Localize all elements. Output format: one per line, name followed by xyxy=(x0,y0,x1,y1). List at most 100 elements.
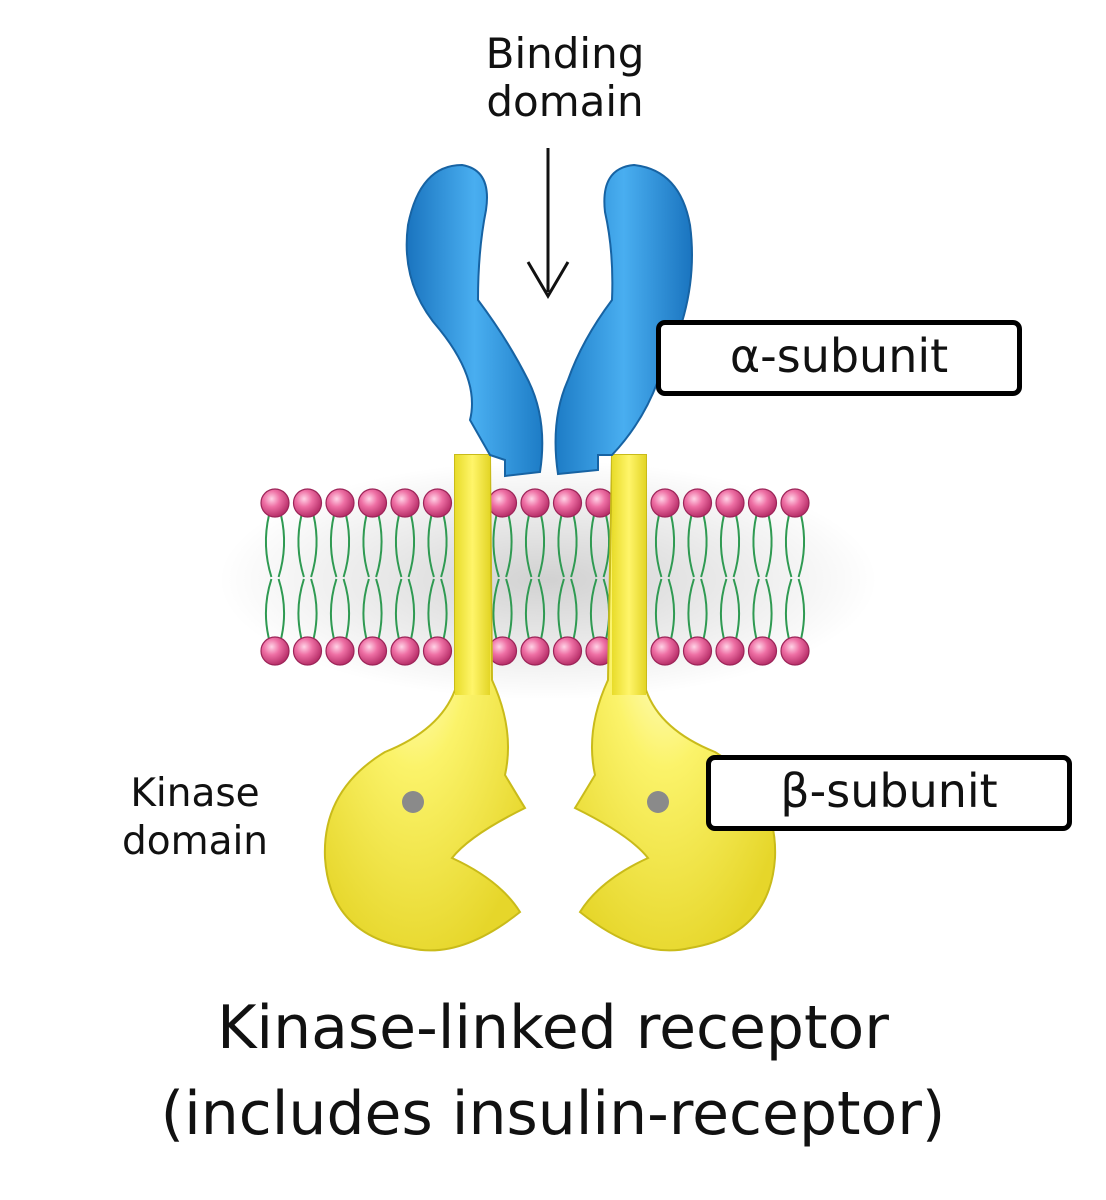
caption-line-2: (includes insulin-receptor) xyxy=(160,1079,946,1149)
lipid-tail xyxy=(524,514,533,578)
phospholipid-head xyxy=(292,636,323,666)
lipid-tail xyxy=(719,514,728,578)
lipid-tail xyxy=(765,578,773,640)
phospholipid-head xyxy=(747,636,778,666)
binding-arrow xyxy=(526,148,570,299)
lipid-tail xyxy=(375,514,383,578)
lipid-tail xyxy=(440,578,448,640)
lipid-tail xyxy=(752,514,760,578)
lipid-tail xyxy=(264,514,273,578)
lipid-tail xyxy=(557,514,565,578)
lipid-tail xyxy=(492,578,500,640)
lipid-tail xyxy=(537,578,546,640)
phospholipid-head xyxy=(357,488,388,518)
lipid-tail xyxy=(427,514,435,578)
lipid-tail xyxy=(570,578,578,640)
phospholipid-head xyxy=(682,636,713,666)
phospholipid-head xyxy=(715,488,745,518)
phospholipid-head xyxy=(520,488,550,518)
lipid-tail xyxy=(310,514,318,578)
lipid-tail xyxy=(407,514,416,578)
lipid-tail xyxy=(797,578,806,640)
lipid-tail xyxy=(732,514,741,578)
lipid-tail xyxy=(654,514,663,578)
phospholipid-head xyxy=(780,636,810,666)
lipid-tail xyxy=(570,514,578,578)
phospholipid-head xyxy=(520,636,550,666)
beta-subunit-label: β-subunit xyxy=(706,755,1072,831)
caption-line-1: Kinase-linked receptor xyxy=(217,993,889,1063)
phospholipid-head xyxy=(325,488,355,518)
lipid-tail xyxy=(700,578,708,640)
lipid-tail xyxy=(557,578,565,640)
lipid-tail xyxy=(687,578,695,640)
lipid-tail xyxy=(440,514,448,578)
lipid-tail xyxy=(505,578,513,640)
phospholipid-head xyxy=(552,636,583,666)
phospholipid-head xyxy=(780,488,810,518)
lipid-tail xyxy=(589,514,598,578)
lipid-tail xyxy=(329,578,338,640)
lipid-tail xyxy=(784,578,793,640)
figure-caption: Kinase-linked receptor (includes insulin… xyxy=(40,985,1066,1157)
phospholipid-head xyxy=(325,636,355,666)
lipid-tail xyxy=(310,578,318,640)
lipid-tail xyxy=(277,514,286,578)
lipid-tail xyxy=(407,578,416,640)
lipid-tail xyxy=(277,578,286,640)
kinase-domain-line-1: Kinase xyxy=(130,771,260,816)
lipid-tail xyxy=(375,578,383,640)
lipid-tail xyxy=(297,578,305,640)
phospholipid-head xyxy=(422,488,453,518)
lipid-tails xyxy=(264,514,806,640)
lipid-tail xyxy=(394,514,403,578)
phospholipid-head xyxy=(682,488,713,518)
lipid-tail xyxy=(342,514,351,578)
phospholipid-head xyxy=(390,636,420,666)
phospholipid-head xyxy=(715,636,745,666)
lipid-tail xyxy=(732,578,741,640)
lipid-tail xyxy=(427,578,435,640)
lipid-tail xyxy=(505,514,513,578)
phospholipid-head xyxy=(260,636,290,666)
lipid-tail xyxy=(524,578,533,640)
lipid-tail xyxy=(687,514,695,578)
lipid-tail xyxy=(667,578,676,640)
lipid-tail xyxy=(362,578,370,640)
binding-domain-line-2: domain xyxy=(486,77,644,126)
lipid-tail xyxy=(752,578,760,640)
kinase-domain-line-2: domain xyxy=(121,819,269,864)
phospholipid-head xyxy=(487,488,518,518)
binding-domain-label: Binding domain xyxy=(455,30,675,126)
lipid-tail xyxy=(362,514,370,578)
binding-domain-line-1: Binding xyxy=(485,29,645,78)
lipid-tail xyxy=(654,578,663,640)
phospholipid-heads xyxy=(260,488,810,666)
lipid-tail xyxy=(264,578,273,640)
phospholipid-head xyxy=(650,488,680,518)
phospholipid-head xyxy=(585,488,615,518)
phospholipid-head xyxy=(422,636,453,666)
kinase-domain-label: Kinase domain xyxy=(90,770,300,866)
lipid-tail xyxy=(667,514,676,578)
phospholipid-head xyxy=(260,488,290,518)
lipid-tail xyxy=(784,514,793,578)
phospholipid-head xyxy=(357,636,388,666)
alpha-subunit-left xyxy=(405,163,544,478)
lipid-tail xyxy=(602,514,611,578)
lipid-tail xyxy=(537,514,546,578)
lipid-tail xyxy=(492,514,500,578)
alpha-subunit-label: α-subunit xyxy=(656,320,1022,396)
lipid-tail xyxy=(765,514,773,578)
lipid-tail xyxy=(329,514,338,578)
lipid-tail xyxy=(719,578,728,640)
phospholipid-head xyxy=(292,488,323,518)
lipid-tail xyxy=(342,578,351,640)
beta-subunit-left xyxy=(323,454,527,952)
phospholipid-head xyxy=(552,488,583,518)
lipid-tail xyxy=(297,514,305,578)
phospholipid-head xyxy=(747,488,778,518)
lipid-tail xyxy=(394,578,403,640)
lipid-tail xyxy=(797,514,806,578)
